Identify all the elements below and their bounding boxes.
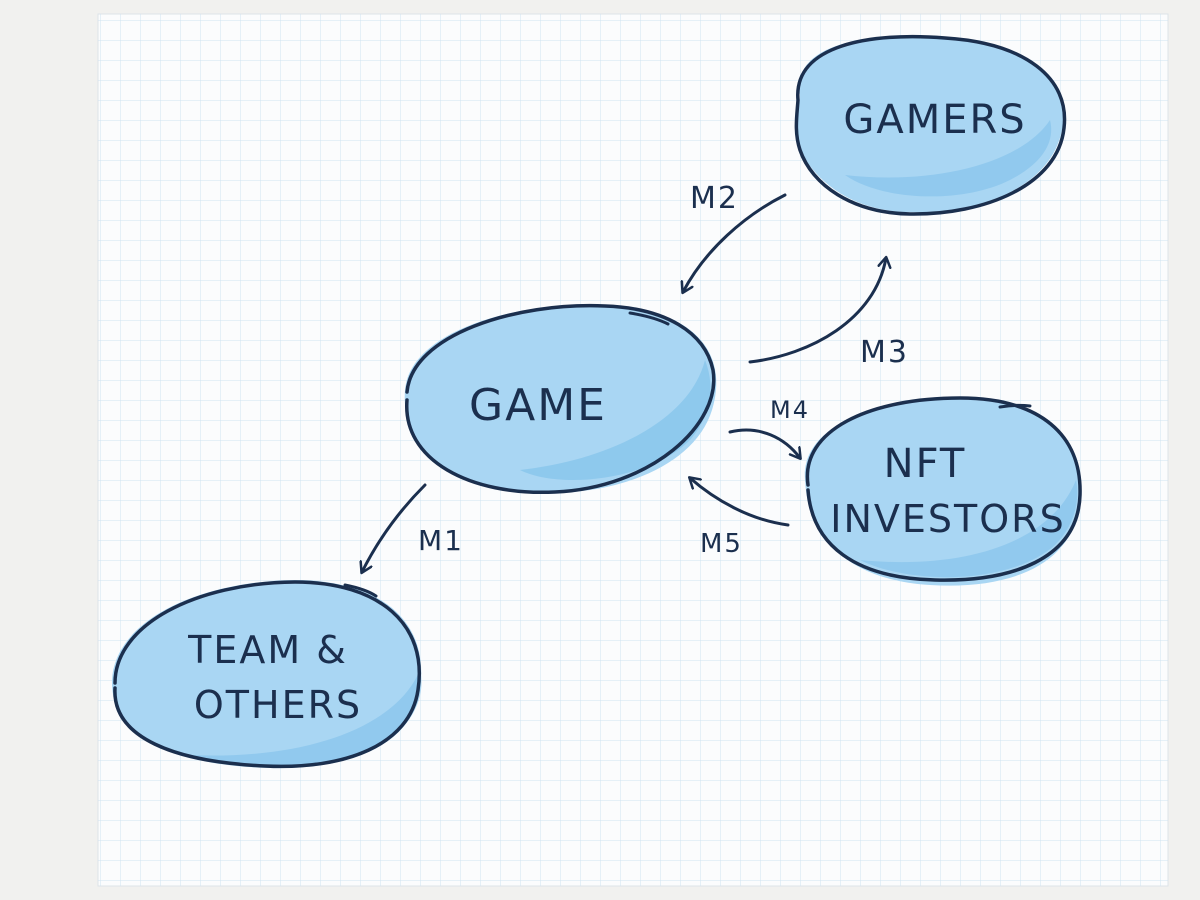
edge-m2: M2: [683, 181, 787, 292]
edge-m4-label: M4: [770, 396, 810, 424]
edge-m1-arrow: [362, 483, 427, 572]
node-team-others-label-line1: TEAM &: [187, 628, 348, 672]
node-game-label: GAME: [469, 380, 607, 431]
node-game-tail-stroke: [628, 311, 670, 326]
node-nft-investors-shade: [860, 480, 1078, 578]
edge-m3-arrow: [748, 258, 886, 364]
edge-m5: M5: [690, 478, 790, 559]
edge-m3: M3: [748, 258, 909, 370]
edge-m4: M4: [728, 396, 810, 458]
node-team-others-label-line2: OTHERS: [194, 683, 362, 727]
node-game-shade: [520, 360, 711, 480]
node-nft-investors-outline: [805, 396, 1082, 582]
edge-m1-label: M1: [418, 524, 464, 557]
node-nft-investors-label-line2: INVESTORS: [830, 497, 1065, 541]
edge-m4-arrow: [728, 428, 800, 458]
node-nft-investors-tail-stroke: [998, 403, 1032, 409]
edge-m2-arrow: [683, 193, 787, 292]
node-game-outline: [405, 303, 716, 495]
node-nft-investors: NFT INVESTORS: [804, 396, 1082, 586]
edge-m5-label: M5: [700, 529, 743, 559]
node-gamers-outline: [794, 34, 1067, 216]
edge-m1: M1: [362, 483, 464, 572]
node-nft-investors-fill: [804, 399, 1081, 586]
node-team-others: TEAM & OTHERS: [111, 580, 422, 769]
edge-m5-arrow: [690, 478, 790, 527]
node-team-others-outline: [113, 580, 421, 769]
node-game: GAME: [404, 303, 717, 495]
edge-m3-label: M3: [860, 335, 909, 370]
node-team-others-fill: [111, 580, 422, 769]
edge-m2-label: M2: [690, 181, 739, 216]
node-gamers-shade: [845, 120, 1052, 197]
node-gamers: GAMERS: [794, 34, 1067, 216]
node-nft-investors-label-line1: NFT: [884, 441, 967, 487]
node-gamers-label: GAMERS: [843, 97, 1026, 143]
node-team-others-tail-stroke: [343, 583, 378, 598]
node-team-others-shade: [190, 670, 422, 767]
